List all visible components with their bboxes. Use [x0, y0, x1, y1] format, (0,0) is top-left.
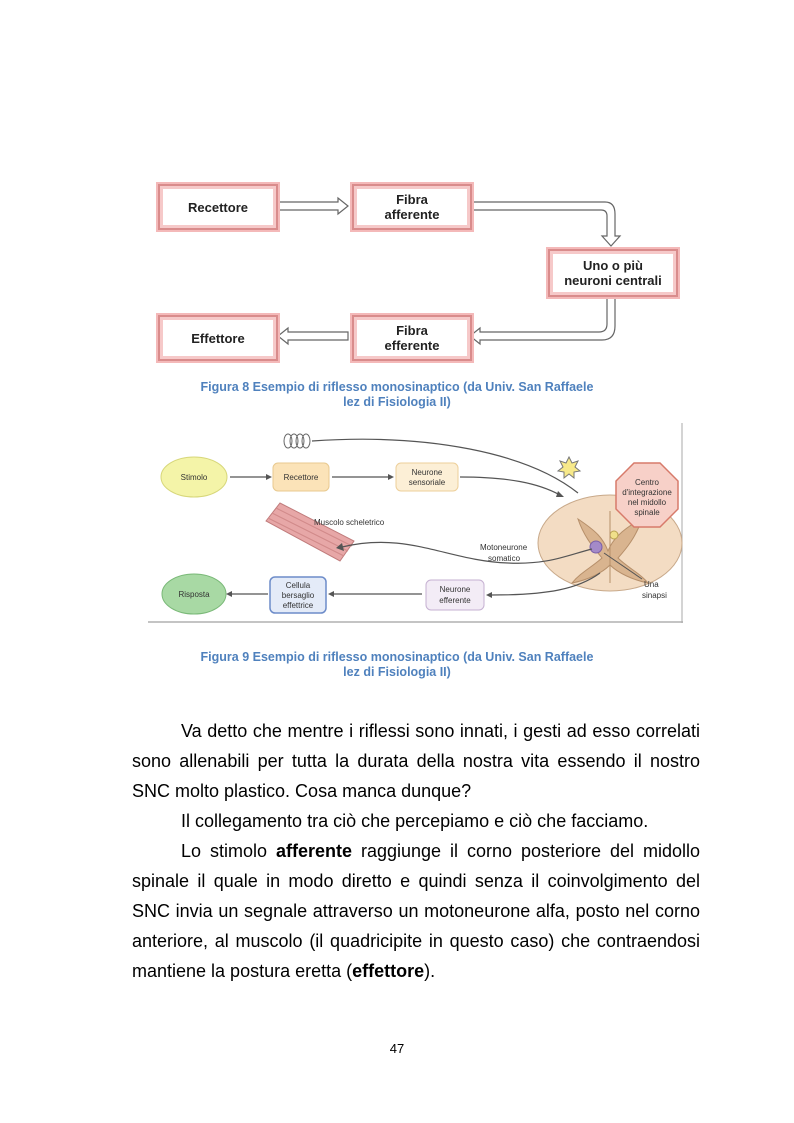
neurone-sensoriale-node [395, 462, 459, 492]
neurone-efferente-label-2: efferente [439, 596, 471, 605]
stimolo-label: Stimolo [181, 473, 208, 482]
centro-label-3: nel midollo [628, 498, 667, 507]
figure-8: Recettore Fibra afferente Uno o più neur… [150, 178, 680, 368]
box-recettore: Recettore [158, 184, 278, 230]
motoneurone-label-1: Motoneurone [480, 543, 528, 552]
recettore-node [272, 462, 330, 492]
figure-8-arrows [277, 196, 622, 346]
centro-integrazione-node [615, 462, 679, 528]
box-effettore: Effettore [158, 315, 278, 361]
bold-effettore: effettore [352, 961, 425, 981]
box-fibra-afferente: Fibra afferente [352, 184, 472, 230]
figure-8-caption: Figura 8 Esempio di riflesso monosinapti… [0, 380, 794, 410]
figure-9-caption-line2: lez di Fisiologia II) [343, 665, 451, 679]
arrow-afferente-centrali [471, 201, 622, 247]
body-text: Va detto che mentre i riflessi sono inna… [132, 716, 700, 986]
figure-8-caption-line2: lez di Fisiologia II) [343, 395, 451, 409]
box-fibra-efferente: Fibra efferente [352, 315, 472, 361]
neurone-efferente-node [425, 579, 485, 611]
paragraph-1: Va detto che mentre i riflessi sono inna… [132, 721, 700, 801]
neurone-sensoriale-label-2: sensoriale [409, 478, 446, 487]
arrow-centrali-efferente [469, 294, 616, 346]
figure-9: Stimolo Recettore Neurone sensoriale Cen… [148, 423, 683, 623]
arrow-recettore-afferente [277, 196, 349, 216]
centro-label-2: d'integrazione [622, 488, 672, 497]
recettore-label: Recettore [284, 473, 319, 482]
paragraph-3-part-a: Lo stimolo [181, 841, 276, 861]
page-number: 47 [389, 1041, 405, 1056]
una-sinapsi-label-1: Una [644, 580, 659, 589]
figure-9-caption: Figura 9 Esempio di riflesso monosinapti… [0, 650, 794, 680]
neurone-sensoriale-label-1: Neurone [412, 468, 443, 477]
arrow-efferente-effettore [277, 326, 349, 346]
muscle-icon [265, 502, 355, 562]
risposta-label: Risposta [178, 590, 210, 599]
box-neuroni-centrali: Uno o più neuroni centrali [548, 249, 678, 297]
una-sinapsi-label-2: sinapsi [642, 591, 667, 600]
stimulus-burst-icon [556, 455, 582, 480]
receptor-coil-icon [283, 433, 311, 449]
cellula-label-3: effettrice [283, 601, 314, 610]
neurone-efferente-label-1: Neurone [440, 585, 471, 594]
cellula-bersaglio-node [269, 576, 327, 614]
cellula-label-2: bersaglio [282, 591, 315, 600]
muscolo-label: Muscolo scheletrico [314, 518, 385, 527]
cellula-label-1: Cellula [286, 581, 311, 590]
centro-label-1: Centro [635, 478, 660, 487]
figure-9-caption-line1: Figura 9 Esempio di riflesso monosinapti… [200, 650, 594, 664]
paragraph-2: Il collegamento tra ciò che percepiamo e… [181, 811, 649, 831]
stimolo-node [160, 456, 228, 498]
bold-afferente: afferente [275, 841, 353, 861]
centro-label-4: spinale [634, 508, 660, 517]
motoneurone-label-2: somatico [488, 554, 521, 563]
paragraph-3-part-c: ). [424, 961, 436, 981]
paragraph-3-part-b: raggiunge il corno posteriore del midoll… [132, 841, 701, 981]
figure-8-caption-line1: Figura 8 Esempio di riflesso monosinapti… [200, 380, 594, 394]
paragraph-3: Lo stimolo afferente raggiunge il corno … [132, 836, 700, 986]
